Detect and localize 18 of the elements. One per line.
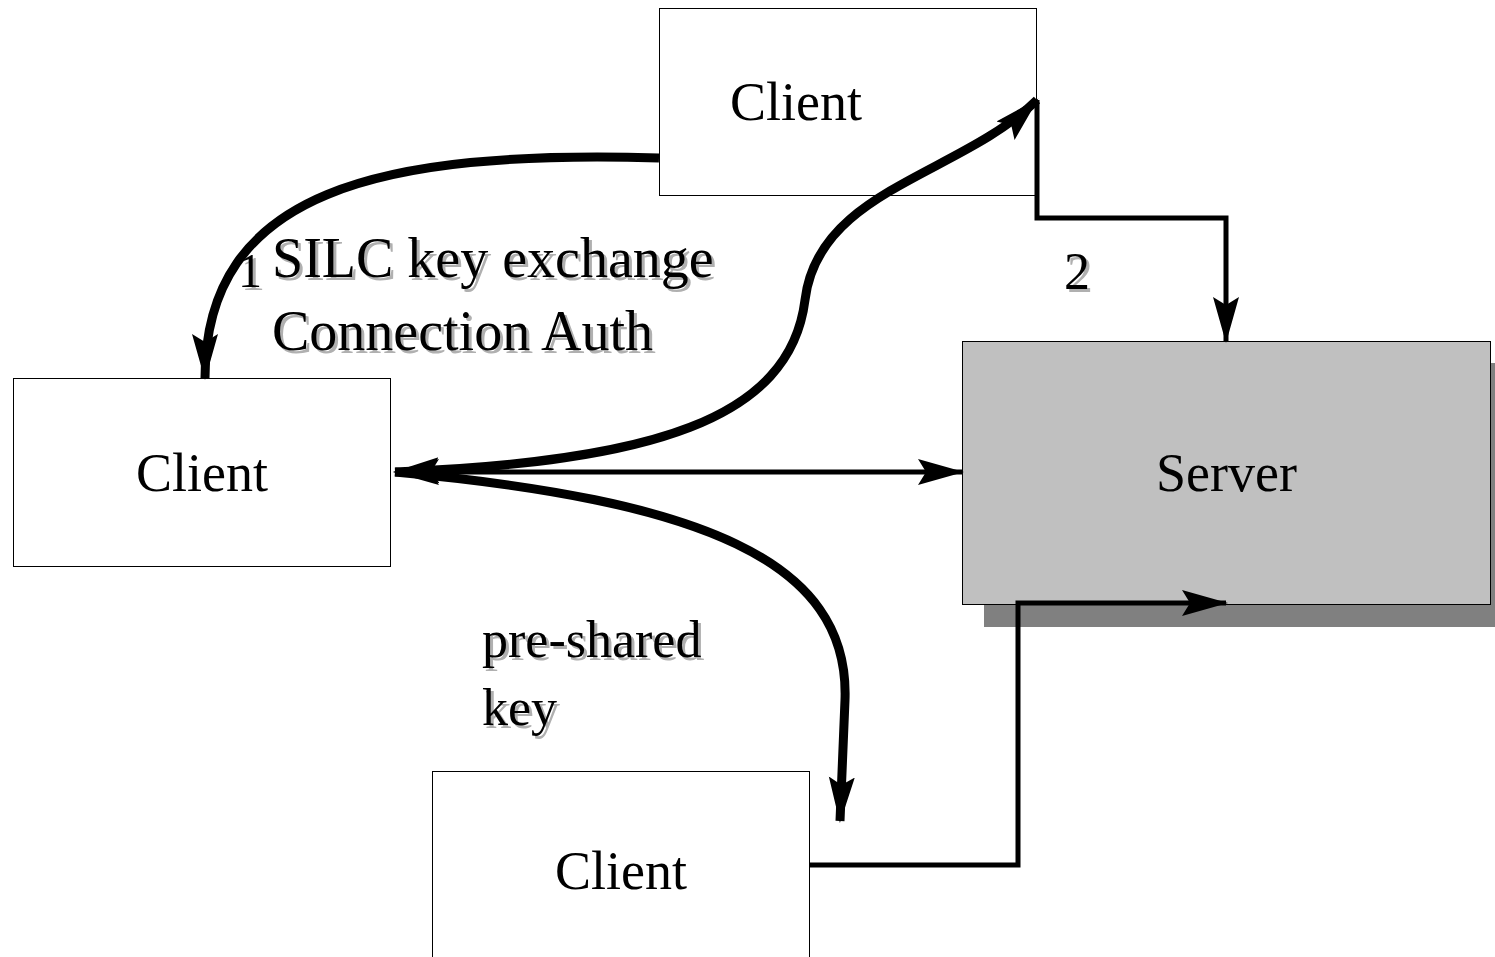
node-label: Client	[555, 844, 687, 898]
arrow	[394, 467, 855, 823]
node-label: Client	[730, 75, 862, 129]
diagram-label: SILC key exchange	[272, 226, 714, 291]
diagram-label: pre-shared key	[482, 610, 703, 738]
diagram-label: 1	[238, 243, 262, 299]
client-box	[432, 771, 810, 957]
arrow	[393, 96, 1040, 483]
arrow	[195, 152, 660, 380]
diagram-label: Connection Auth	[272, 299, 654, 364]
diagram-label: 2	[1064, 242, 1090, 302]
server-box	[962, 341, 1491, 605]
client-box	[13, 378, 391, 567]
arrow	[810, 590, 1228, 868]
node-label: Client	[136, 445, 268, 500]
client-box	[659, 8, 1037, 196]
node-label: Server	[1156, 446, 1297, 500]
arrow	[1034, 100, 1239, 343]
